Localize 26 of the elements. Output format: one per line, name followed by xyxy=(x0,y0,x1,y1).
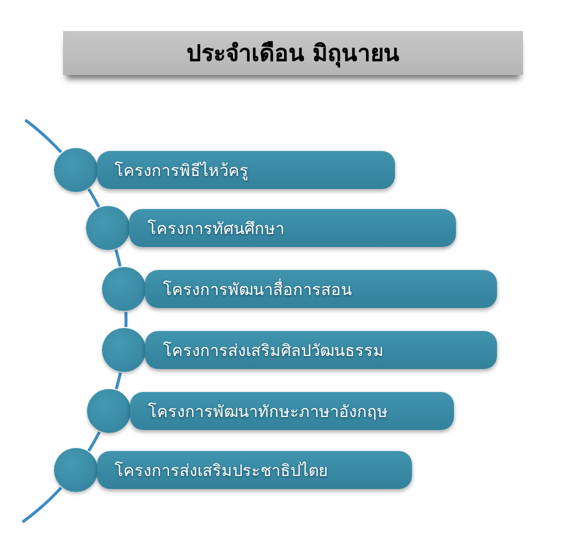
curve-line xyxy=(124,312,128,328)
circle-node xyxy=(102,328,146,372)
project-bar xyxy=(145,270,497,308)
project-bar xyxy=(130,392,454,430)
circle-node xyxy=(86,206,130,250)
project-bar xyxy=(96,151,395,189)
diagram-title: ประจำเดือน มิถุนายน xyxy=(186,40,400,70)
curve-line xyxy=(24,118,62,154)
project-bar xyxy=(96,451,412,489)
project-label: โครงการทัศนศึกษา xyxy=(147,218,284,240)
circle-node xyxy=(54,148,98,192)
project-label: โครงการส่งเสริมประชาธิปไตย xyxy=(114,460,328,482)
circle-node xyxy=(102,267,146,311)
project-bar xyxy=(145,331,497,369)
project-label: โครงการพิธีไหว้ครู xyxy=(114,160,249,182)
curve-line xyxy=(22,486,62,524)
curve-line xyxy=(114,372,122,390)
project-label: โครงการพัฒนาสื่อการสอน xyxy=(163,278,352,300)
curve-line xyxy=(87,188,100,208)
curve-line xyxy=(114,249,122,267)
project-label: โครงการส่งเสริมศิลปวัฒนธรรม xyxy=(163,340,384,362)
circle-node xyxy=(86,389,131,433)
project-label: โครงการพัฒนาทักษะภาษาอังกฤษ xyxy=(148,400,388,422)
project-bar xyxy=(129,209,456,247)
circle-node xyxy=(54,448,98,492)
curve-line xyxy=(87,431,101,452)
